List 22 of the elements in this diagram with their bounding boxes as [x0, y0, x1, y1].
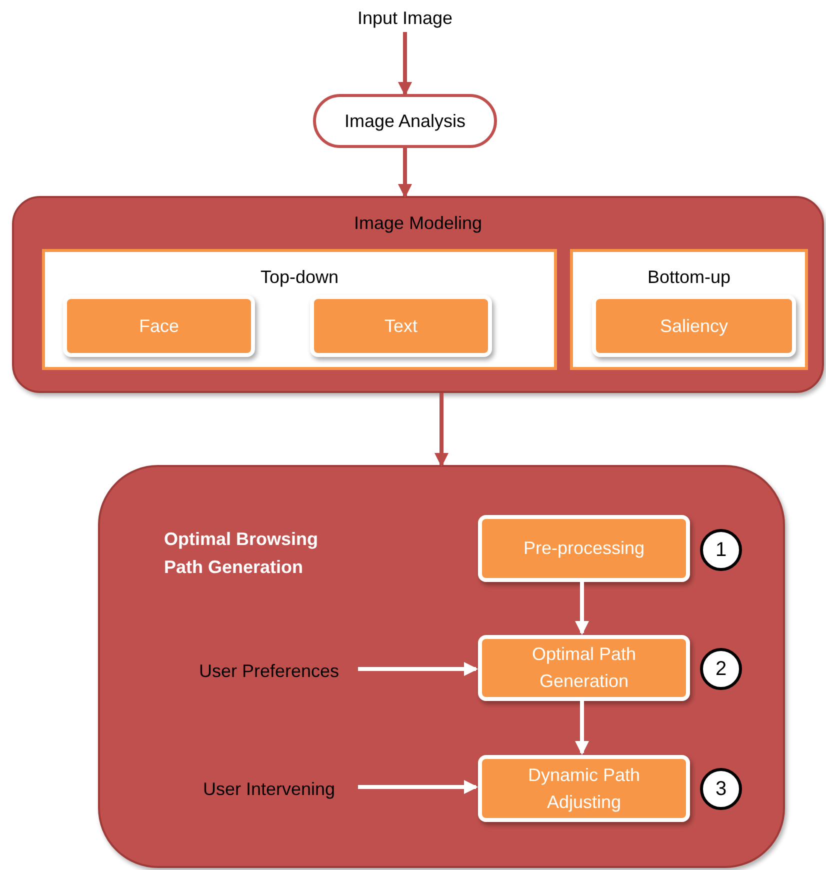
process-box: Optimal Path Generation	[478, 635, 690, 701]
heading-text: Bottom-up	[647, 266, 731, 289]
arrow	[398, 32, 412, 96]
process-box: Pre-processing	[478, 515, 690, 582]
arrow	[358, 780, 478, 794]
arrow	[575, 699, 589, 755]
process-box: Dynamic Path Adjusting	[478, 755, 690, 822]
category-panel	[570, 249, 808, 370]
arrow	[398, 148, 412, 198]
label-text: User Preferences	[178, 657, 360, 685]
arrow	[358, 662, 478, 676]
arrow	[434, 393, 448, 467]
arrow	[575, 580, 589, 635]
heading-text: Image Modeling	[354, 212, 482, 235]
process-pill: Image Analysis	[313, 94, 497, 148]
label-text: Input Image	[340, 4, 470, 32]
heading-text: Optimal Browsing Path Generation	[164, 528, 320, 579]
heading-text: Top-down	[260, 266, 339, 289]
stage-container	[98, 465, 785, 868]
label-text: User Intervening	[178, 775, 360, 803]
group-container	[12, 196, 824, 393]
category-panel	[42, 249, 557, 370]
